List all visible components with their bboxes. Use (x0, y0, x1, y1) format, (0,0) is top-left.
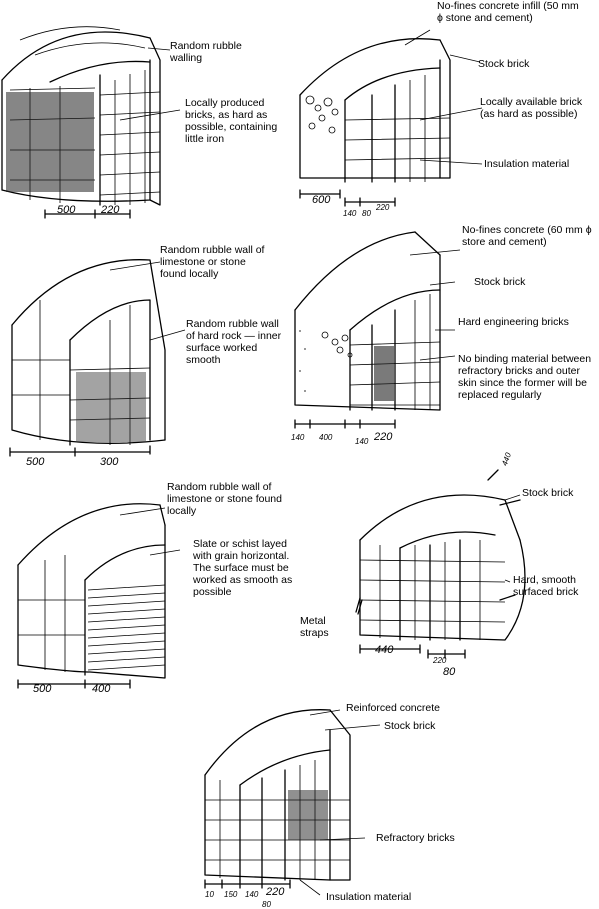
panel-1-dim-1: 500 (57, 204, 76, 216)
panel-2-dim-1: 600 (312, 194, 331, 206)
panel-5-dim-1: 500 (33, 683, 52, 695)
panel-6-label-smooth-brick: Hard, smooth surfaced brick (513, 574, 579, 598)
panel-6-dim-80: 80 (443, 666, 456, 678)
panel-5-label-slate: Slate or schist layed with grain horizon… (193, 538, 293, 598)
panel-4-dim-1: 140 (291, 433, 305, 442)
panel-6-label-stock-brick: Stock brick (522, 487, 574, 499)
panel-7-label-insulation: Insulation material (326, 891, 412, 903)
panel-7-label-reinforced: Reinforced concrete (346, 702, 440, 714)
panel-7-dim-4: 220 (266, 886, 285, 898)
panel-3-drawing (9, 259, 186, 457)
panel-1-dim-2: 220 (101, 204, 120, 216)
panel-1-drawing (1, 26, 181, 219)
panel-4-drawing (294, 231, 461, 429)
panel-2-dim-2: 140 (343, 209, 357, 218)
panel-7-dim-5: 80 (262, 900, 271, 909)
panel-4-label-concrete: No-fines concrete (60 mm ϕ store and cem… (462, 224, 592, 248)
panel-3-dim-2: 300 (100, 456, 119, 468)
panel-2-label-stock-brick: Stock brick (478, 58, 530, 70)
panel-2-label-local-brick: Locally available brick (as hard as poss… (480, 96, 583, 120)
panel-5-drawing (17, 503, 181, 689)
panel-6-drawing (355, 469, 526, 659)
panel-3-label-limestone: Random rubble wall of limestone or stone… (160, 244, 265, 280)
panel-7-drawing (204, 709, 381, 896)
panel-6-label-metal-straps: Metal straps (300, 615, 329, 639)
panel-5-dim-2: 400 (92, 683, 111, 695)
panel-6-dim-440: 440 (375, 644, 394, 656)
panel-1-label-bricks: Locally produced bricks, as hard as poss… (185, 97, 278, 145)
panel-4-label-no-binding: No binding material between refractory b… (458, 353, 592, 401)
panel-2-label-insulation: Insulation material (484, 158, 570, 170)
panel-5-label-limestone: Random rubble wall of limestone or stone… (167, 481, 282, 517)
panel-2-drawing (299, 29, 483, 207)
panel-2-dim-3: 80 (362, 209, 371, 218)
panel-2-dim-4: 220 (376, 203, 390, 212)
panel-7-dim-3: 140 (245, 890, 259, 899)
panel-3-dim-1: 500 (26, 456, 45, 468)
panel-4-dim-3: 140 (355, 437, 369, 446)
panel-1-label-rubble: Random rubble walling (170, 40, 242, 64)
panel-3-label-hard-rock: Random rubble wall of hard rock — inner … (186, 318, 282, 366)
panel-7-dim-1: 10 (205, 890, 214, 899)
panel-7-label-stock-brick: Stock brick (384, 720, 436, 732)
panel-7-dim-2: 150 (224, 890, 238, 899)
panel-4-dim-2: 400 (319, 433, 333, 442)
panel-4-label-stock-brick: Stock brick (474, 276, 526, 288)
panel-7-label-refractory: Refractory bricks (376, 832, 455, 844)
panel-4-dim-4: 220 (374, 431, 393, 443)
panel-6-dim-220: 220 (433, 656, 447, 665)
panel-4-label-engineering: Hard engineering bricks (458, 316, 569, 328)
panel-2-label-concrete: No-fines concrete infill (50 mm ϕ stone … (437, 0, 579, 24)
